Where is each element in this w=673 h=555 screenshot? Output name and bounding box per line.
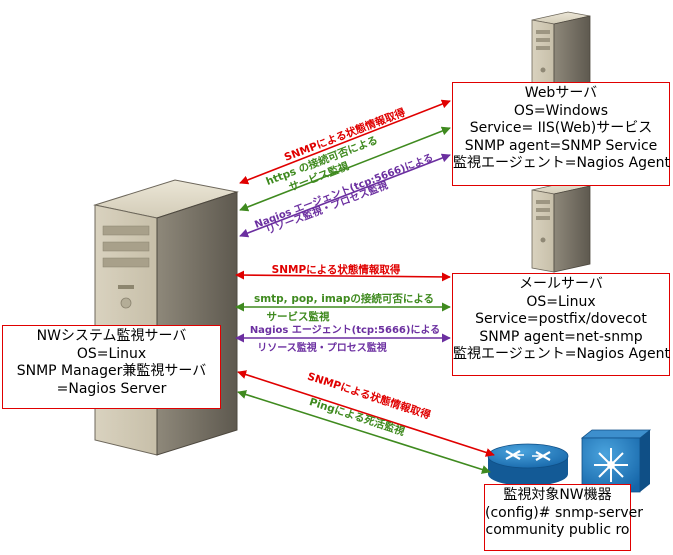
mail-server-service: Service=postfix/dovecot xyxy=(475,311,647,327)
nw-ping-arrow xyxy=(237,390,491,474)
mail-server-info-box: メールサーバ OS=Linux Service=postfix/dovecot … xyxy=(452,273,670,376)
mail-server-monitor-agent: 監視エージェント=Nagios Agent xyxy=(453,346,671,362)
web-server-service: Service= IIS(Web)サービス xyxy=(469,120,653,136)
nagios-server-role: SNMP Manager兼監視サーバ xyxy=(16,363,207,379)
router-icon xyxy=(487,443,569,486)
web-server-info-box: Webサーバ OS=Windows Service= IIS(Web)サービス … xyxy=(452,82,670,186)
nagios-server-info-box: NWシステム監視サーバ OS=Linux SNMP Manager兼監視サーバ … xyxy=(2,325,221,409)
mail-agent-label-2: リソース監視・プロセス監視 xyxy=(257,341,387,354)
nagios-server-title: NWシステム監視サーバ xyxy=(36,328,187,344)
web-server-icon xyxy=(531,11,591,101)
mail-agent-label-1: Nagios エージェント(tcp:5666)による xyxy=(250,324,440,336)
web-server-os: OS=Windows xyxy=(513,102,609,119)
mail-snmp-arrow xyxy=(235,270,451,282)
nagios-server-os: OS=Linux xyxy=(76,345,147,362)
mail-server-snmp-agent: SNMP agent=net-snmp xyxy=(479,328,643,345)
nw-device-config-1: (config)# snmp-server xyxy=(485,504,644,521)
nw-device-config-2: community public ro xyxy=(485,522,630,538)
nw-device-title: 監視対象NW機器 xyxy=(503,487,612,503)
mail-smtp-label-2: サービス監視 xyxy=(267,310,330,323)
mail-smtp-label-1: smtp, pop, imapの接続可否による xyxy=(254,292,434,305)
web-server-monitor-agent: 監視エージェント=Nagios Agent xyxy=(453,155,671,171)
nagios-server-software: =Nagios Server xyxy=(56,380,167,397)
nagios-server-icon xyxy=(93,179,239,456)
mail-snmp-label: SNMPによる状態情報取得 xyxy=(272,263,401,276)
switch-icon xyxy=(580,429,652,493)
web-server-title: Webサーバ xyxy=(524,85,598,101)
mail-server-os: OS=Linux xyxy=(526,293,596,310)
mail-server-icon xyxy=(531,181,591,273)
web-server-snmp-agent: SNMP agent=SNMP Service xyxy=(464,137,658,154)
nw-device-info-box: 監視対象NW機器 (config)# snmp-server community… xyxy=(484,484,644,551)
web-agent-label-2: リソース監視・プロセス監視 xyxy=(264,178,390,237)
web-agent-arrow xyxy=(239,153,451,238)
mail-server-title: メールサーバ xyxy=(519,276,603,292)
